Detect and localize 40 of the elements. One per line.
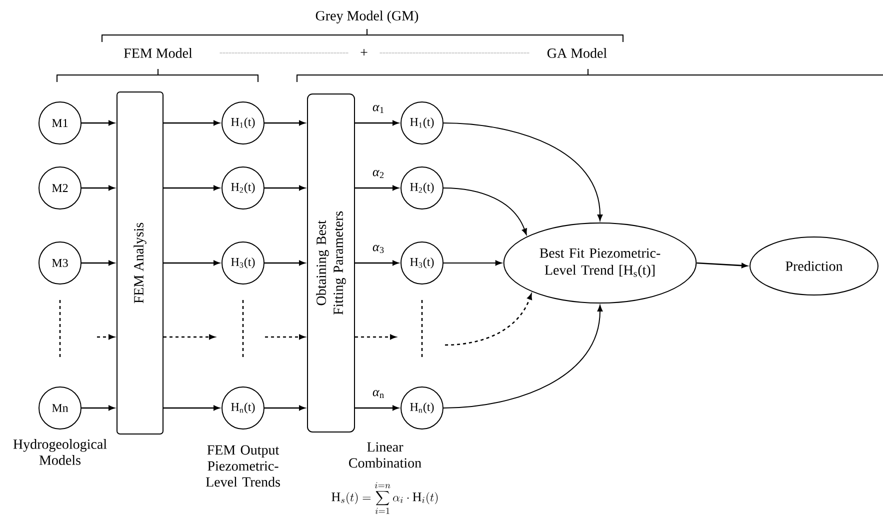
arrow bbox=[443, 260, 502, 266]
arrow bbox=[355, 120, 398, 126]
arrow bbox=[355, 405, 398, 410]
arrow bbox=[164, 405, 220, 410]
arrow bbox=[164, 260, 220, 266]
edge-label: α$_{3}$ bbox=[372, 244, 384, 254]
edge-label: α$_{1}$ bbox=[372, 105, 384, 113]
arrow bbox=[443, 122, 603, 221]
arrow bbox=[164, 185, 220, 191]
label: Grey Model (GM) bbox=[316, 10, 418, 24]
edge-label: α$_{n}$ bbox=[372, 390, 384, 398]
arrow bbox=[355, 185, 398, 191]
label: FEM Output Piezometric-Level Trends bbox=[206, 445, 280, 487]
arrow bbox=[164, 120, 220, 126]
edge-label: α$_{2}$ bbox=[372, 170, 384, 178]
arrow bbox=[264, 185, 305, 191]
arrow bbox=[443, 188, 527, 235]
label: FEM Model bbox=[124, 48, 192, 58]
process-box: Obtaining Best Fitting Parameters bbox=[307, 94, 355, 432]
arrow bbox=[82, 120, 114, 126]
arrow bbox=[82, 260, 114, 266]
process-box: FEM Analysis bbox=[116, 92, 164, 434]
arrow bbox=[355, 334, 396, 340]
label: Linear Combination bbox=[349, 442, 422, 468]
arrow bbox=[264, 405, 305, 410]
label: + bbox=[360, 49, 368, 56]
label: Hydrogeological Models bbox=[13, 439, 107, 465]
arrow bbox=[264, 120, 305, 126]
arrow bbox=[82, 405, 114, 410]
arrow bbox=[443, 305, 603, 408]
arrow bbox=[164, 334, 215, 340]
arrow bbox=[97, 334, 114, 340]
arrow bbox=[696, 262, 748, 268]
arrow bbox=[264, 260, 305, 266]
formula: $\mathrm{H}_{s}(t)=\sum_{i=1}^{i=n}\alpha_{i}\cdot\mathrm{H}_{i}(t)$ bbox=[332, 482, 438, 514]
arrow bbox=[355, 260, 398, 266]
arrow bbox=[444, 294, 532, 346]
label: GA Model bbox=[547, 48, 607, 58]
arrow bbox=[265, 334, 305, 340]
arrow bbox=[82, 185, 114, 191]
